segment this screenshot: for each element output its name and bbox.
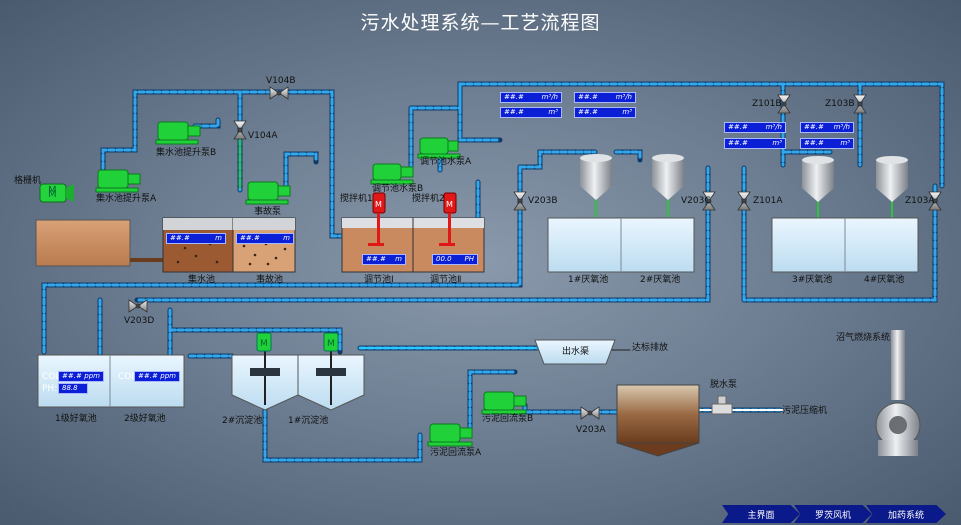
cod2-display: ##.#ppm [134, 371, 180, 382]
vol4-display: ##.#m³ [800, 138, 854, 149]
pump-a-shape [95, 169, 141, 193]
sludge-pump-b-shape [481, 391, 527, 415]
anaer3-label: 3#厌氧池 [792, 275, 833, 285]
adj-pump-b-label: 调节池水泵B [372, 184, 424, 194]
page-title: 污水处理系统—工艺流程图 [360, 12, 601, 34]
storage-tanks [580, 154, 908, 202]
sludge-tank [616, 384, 700, 457]
aer2-label: 2级好氧池 [124, 414, 166, 424]
grille-machine: M [39, 183, 74, 203]
anaer1-label: 1#厌氧池 [568, 275, 609, 285]
pumps [95, 121, 527, 447]
valve-label-z103a: Z103A [905, 196, 935, 206]
biogas-label: 沼气燃烧系统 [836, 333, 891, 343]
vol1-display: ##.#m³ [500, 107, 562, 118]
anaerobic-pools-12 [547, 217, 919, 273]
ph1-label: PH: [42, 384, 58, 394]
valve-label-z101a: Z101A [753, 196, 783, 206]
cod2-label: COD: [118, 372, 142, 382]
valve-label-v203b: V203B [528, 196, 558, 206]
biogas-blower [875, 330, 921, 456]
clear-pool-label: 出水渠 [562, 347, 590, 357]
aer1-label: 1级好氧池 [55, 414, 97, 424]
adj-pump-b-shape [370, 163, 414, 185]
flow2-display: ##.#m³/h [574, 92, 636, 103]
pump-b-shape [155, 121, 201, 145]
accident-level-display: ##.#m [236, 233, 294, 244]
sludge-pump-a-label: 污泥回流泵A [430, 448, 482, 458]
dehydration-label: 脱水泵 [710, 380, 738, 390]
accident-pool-label: 事故池 [256, 275, 284, 285]
grille-tank [35, 219, 131, 267]
valve-label-v203c: V203C [681, 196, 711, 206]
cod1-label: COD: [42, 372, 66, 382]
dehydration-assembly [711, 395, 733, 415]
sludge-pump-b-label: 污泥回流泵B [482, 414, 534, 424]
anaer4-label: 4#厌氧池 [864, 275, 905, 285]
ph1-display: 88.8 [58, 383, 88, 394]
adj1-level-display: ##.#m [362, 254, 406, 265]
svg-text:M: M [446, 200, 453, 209]
valve-label-v203a: V203A [576, 425, 606, 435]
adj-pump-a-shape [417, 137, 461, 159]
accident-pump-label: 事故泵 [254, 207, 282, 217]
sedimentation-tanks: M M [231, 332, 365, 411]
grille-label: 格栅机 [14, 176, 42, 186]
adj1-label: 调节池Ⅰ [364, 275, 394, 285]
clear-water-channel [534, 339, 616, 365]
grille-motor-letter: M [48, 185, 57, 196]
valve-label-v104b: V104B [266, 76, 296, 86]
collect-level-display: ##.#m [166, 233, 226, 244]
pump-a-label: 集水池提升泵A [96, 194, 157, 204]
valve-shapes [128, 86, 942, 420]
sed2-label: 2#沉淀池 [222, 416, 263, 426]
sed1-label: 1#沉淀池 [288, 416, 329, 426]
svg-text:M: M [260, 339, 268, 349]
svg-text:M: M [375, 200, 382, 209]
flow1-display: ##.#m³/h [500, 92, 562, 103]
nav-main-button[interactable]: 主界面 [722, 505, 800, 523]
adj-pump-a-label: 调节池水泵A [420, 157, 472, 167]
valve-label-z101b: Z101B [752, 99, 782, 109]
accident-pump-shape [245, 181, 291, 205]
sludge-press-label: 污泥压缩机 [782, 406, 828, 416]
anaer2-label: 2#厌氧池 [640, 275, 681, 285]
valve-label-z103b: Z103B [825, 99, 855, 109]
discharge-label: 达标排放 [632, 343, 669, 353]
cod1-display: ##.#ppm [58, 371, 104, 382]
adj2-label: 调节池Ⅱ [430, 275, 462, 285]
collect-accident-pools [162, 217, 296, 273]
flow4-display: ##.#m³/h [800, 122, 854, 133]
nav-dosing-button[interactable]: 加药系统 [866, 505, 946, 523]
blue-pipes [41, 81, 945, 463]
valve-label-v203d: V203D [124, 316, 155, 326]
collect-pool-label: 集水池 [188, 275, 216, 285]
svg-text:M: M [327, 339, 335, 349]
vol2-display: ##.#m³ [574, 107, 636, 118]
pump-b-label: 集水池提升泵B [156, 148, 217, 158]
mixer2-label: 搅拌机2 [412, 194, 445, 204]
flow3-display: ##.#m³/h [724, 122, 786, 133]
sludge-pump-a-shape [427, 423, 473, 447]
valve-label-v104a: V104A [248, 131, 278, 141]
vol3-display: ##.#m³ [724, 138, 786, 149]
nav-fan-button[interactable]: 罗茨风机 [794, 505, 872, 523]
svg-text:M: M [48, 189, 57, 200]
mixer1-label: 搅拌机1 [340, 194, 373, 204]
